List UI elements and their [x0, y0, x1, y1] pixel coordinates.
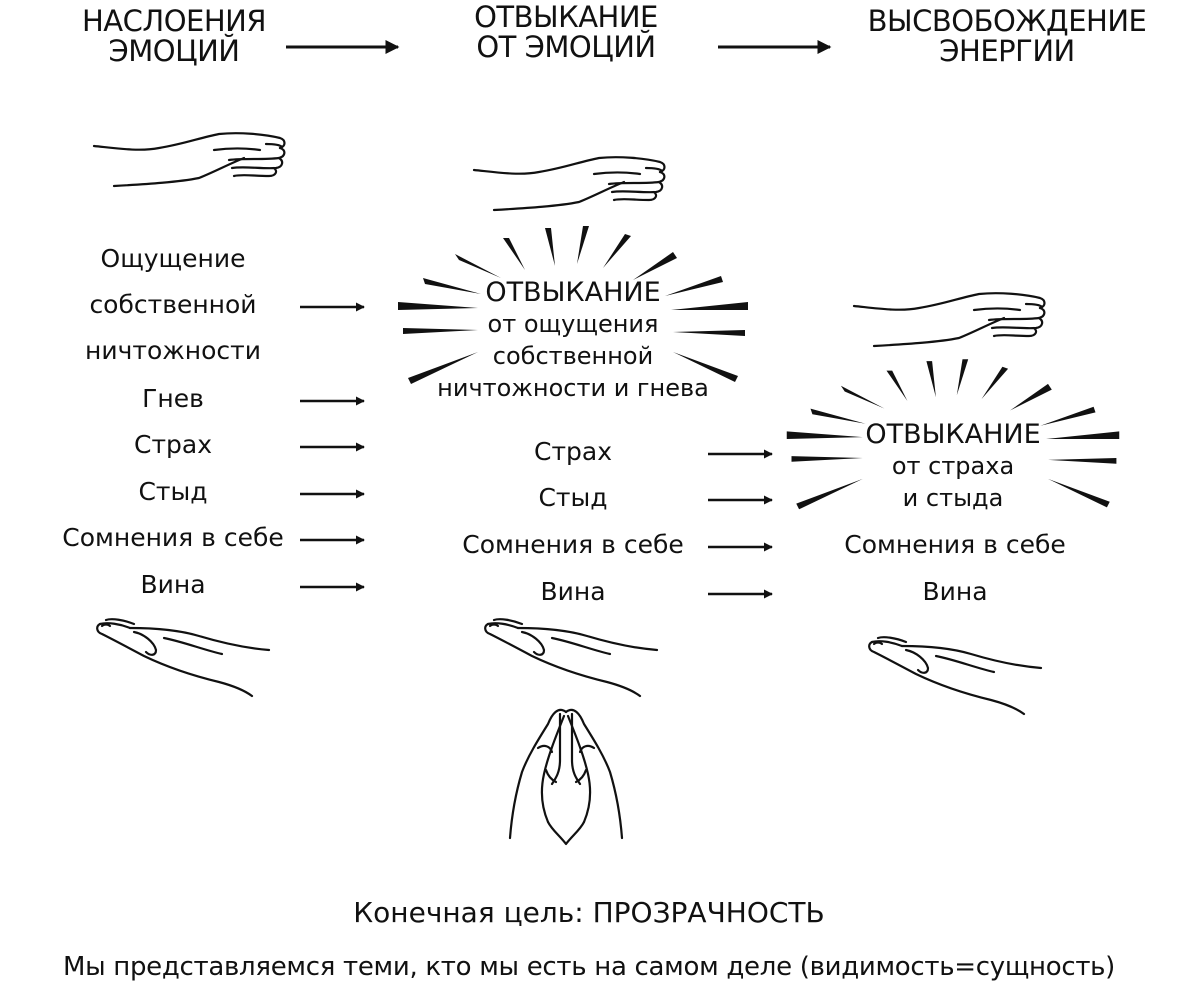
header-col3-line2: ЭНЕРГИИ [939, 34, 1075, 68]
col1-item-guilt: Вина [140, 570, 206, 599]
burst1-line1: от ощущения [487, 310, 659, 338]
col1-item-self-doubt: Сомнения в себе [62, 523, 284, 552]
hand-palm-down-icon [472, 156, 666, 212]
hand-palm-up-icon [484, 618, 659, 698]
col3-item-guilt: Вина [922, 577, 988, 606]
col2-item-self-doubt: Сомнения в себе [462, 530, 684, 559]
header-col2: ОТВЫКАНИЕ ОТ ЭМОЦИЙ [446, 2, 686, 62]
burst1-line3: ничтожности и гнева [437, 374, 709, 402]
col2-item-fear: Страх [533, 437, 612, 466]
col1-item-shame: Стыд [138, 477, 208, 506]
header-col1-line2: ЭМОЦИЙ [108, 34, 241, 68]
burst1-title: ОТВЫКАНИЕ [485, 277, 661, 308]
header-col3-line1: ВЫСВОБОЖДЕНИЕ [867, 4, 1147, 38]
burst2-title: ОТВЫКАНИЕ [865, 419, 1041, 450]
praying-hands-icon [508, 708, 624, 846]
burst2-line2: и стыда [902, 484, 1004, 512]
burst1-text: ОТВЫКАНИЕ от ощущения собственной ничтож… [418, 278, 728, 404]
col1-item-anger: Гнев [142, 384, 204, 413]
col1-item1-line2: собственной [89, 290, 257, 319]
hand-palm-down-icon [852, 292, 1046, 348]
col1-item-worthlessness: Ощущение собственной ничтожности [48, 244, 298, 366]
footer-statement: Мы представляемся теми, кто мы есть на с… [62, 952, 1116, 982]
hand-palm-up-icon [96, 618, 271, 698]
hand-palm-down-icon [92, 132, 286, 188]
col1-item1-line3: ничтожности [85, 336, 261, 365]
header-col1: НАСЛОЕНИЯ ЭМОЦИЙ [64, 6, 284, 66]
burst2-text: ОТВЫКАНИЕ от страха и стыда [818, 420, 1088, 514]
col1-item1-line1: Ощущение [100, 244, 246, 273]
col3-item-self-doubt: Сомнения в себе [844, 530, 1066, 559]
footer-goal: Конечная цель: ПРОЗРАЧНОСТЬ [353, 896, 825, 929]
header-col1-line1: НАСЛОЕНИЯ [82, 4, 267, 38]
col2-item-shame: Стыд [538, 483, 608, 512]
burst1-line2: собственной [492, 342, 654, 370]
header-col2-line1: ОТВЫКАНИЕ [474, 0, 658, 34]
header-col2-line2: ОТ ЭМОЦИЙ [476, 30, 656, 64]
col1-item-fear: Страх [133, 430, 212, 459]
header-col3: ВЫСВОБОЖДЕНИЕ ЭНЕРГИИ [852, 6, 1162, 66]
hand-palm-up-icon [868, 636, 1043, 716]
burst2-line1: от страха [891, 452, 1015, 480]
col2-item-guilt: Вина [540, 577, 606, 606]
